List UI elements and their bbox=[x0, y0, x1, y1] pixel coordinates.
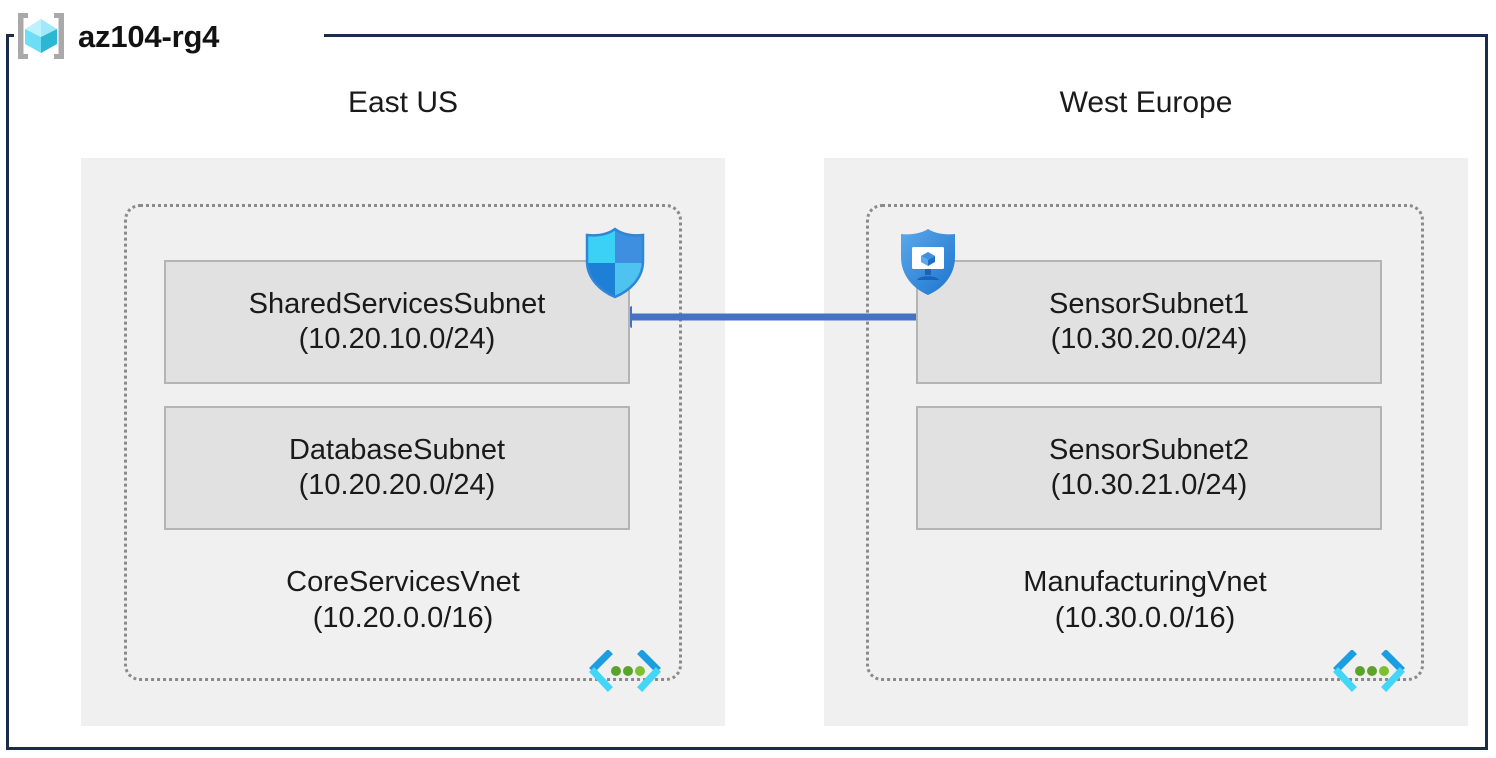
region-label-east-us: East US bbox=[347, 86, 459, 119]
virtual-network-icon bbox=[589, 650, 661, 692]
subnet-sensor-1: SensorSubnet1 (10.30.20.0/24) bbox=[916, 260, 1382, 384]
subnet-sensor-2: SensorSubnet2 (10.30.21.0/24) bbox=[916, 406, 1382, 530]
region-label-wrap-east-us: East US bbox=[81, 86, 725, 126]
subnet-address-space: (10.20.20.0/24) bbox=[298, 469, 496, 501]
resource-group-cube-icon bbox=[18, 13, 64, 59]
vnet-caption-core-services: CoreServicesVnet (10.20.0.0/16) bbox=[124, 565, 682, 637]
subnet-database: DatabaseSubnet (10.20.20.0/24) bbox=[164, 406, 630, 530]
vnet-name: CoreServicesVnet bbox=[286, 566, 520, 598]
region-label-west-europe: West Europe bbox=[1059, 86, 1233, 119]
vnet-address-space: (10.20.0.0/16) bbox=[312, 601, 494, 634]
left-arrow-connector bbox=[606, 306, 936, 328]
resource-group-frame bbox=[6, 34, 1488, 750]
virtual-network-icon bbox=[1333, 650, 1405, 692]
network-security-group-shield-icon bbox=[585, 227, 645, 299]
subnet-name: SensorSubnet2 bbox=[1049, 433, 1249, 466]
region-label-wrap-west-europe: West Europe bbox=[824, 86, 1468, 126]
resource-group-name: az104-rg4 bbox=[78, 18, 220, 54]
subnet-name: SensorSubnet1 bbox=[1049, 287, 1249, 320]
resource-group-title-gap bbox=[14, 22, 324, 48]
defender-for-cloud-shield-icon bbox=[901, 229, 955, 295]
resource-group-header: az104-rg4 bbox=[14, 8, 219, 64]
subnet-address-space: (10.30.21.0/24) bbox=[1050, 469, 1248, 501]
subnet-address-space: (10.20.10.0/24) bbox=[298, 323, 496, 355]
vnet-caption-manufacturing: ManufacturingVnet (10.30.0.0/16) bbox=[866, 565, 1424, 637]
vnet-name: ManufacturingVnet bbox=[1023, 566, 1267, 598]
vnet-core-services bbox=[124, 204, 682, 681]
subnet-name: DatabaseSubnet bbox=[288, 433, 506, 466]
vnet-manufacturing bbox=[866, 204, 1424, 681]
subnet-shared-services: SharedServicesSubnet (10.20.10.0/24) bbox=[164, 260, 630, 384]
subnet-address-space: (10.30.20.0/24) bbox=[1050, 323, 1248, 355]
vnet-address-space: (10.30.0.0/16) bbox=[1054, 601, 1236, 634]
subnet-name: SharedServicesSubnet bbox=[248, 287, 546, 320]
